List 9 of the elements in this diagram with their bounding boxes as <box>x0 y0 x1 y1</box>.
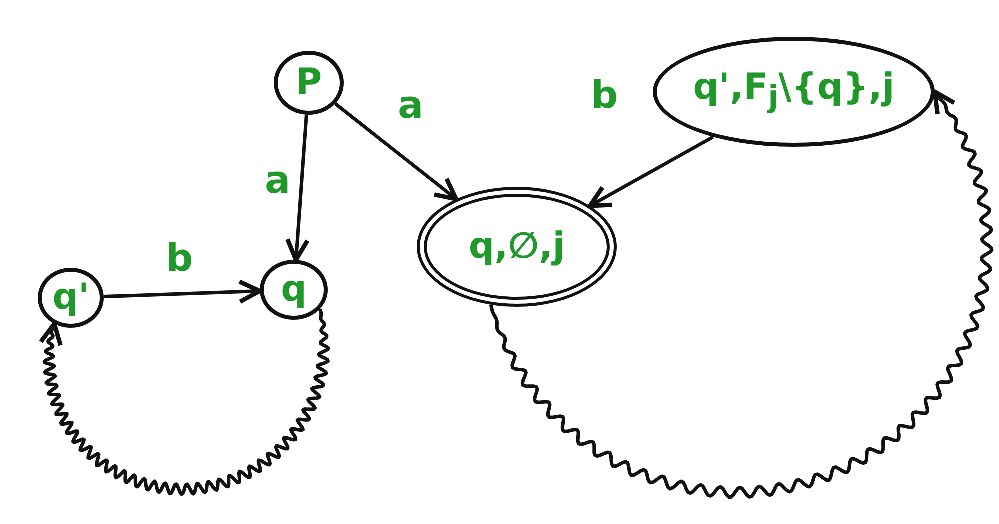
state-label: P <box>296 65 322 101</box>
transition-arrow <box>104 280 262 304</box>
state-label: q <box>281 272 307 308</box>
wavy-path-arrow <box>38 308 330 496</box>
state-label: q,∅,j <box>468 229 566 265</box>
state-label: q',F$_{j}$\{q},j <box>693 70 895 114</box>
state-label: q' <box>52 280 90 316</box>
transition-arrow <box>285 114 310 262</box>
wavy-path-arrow <box>489 90 994 500</box>
